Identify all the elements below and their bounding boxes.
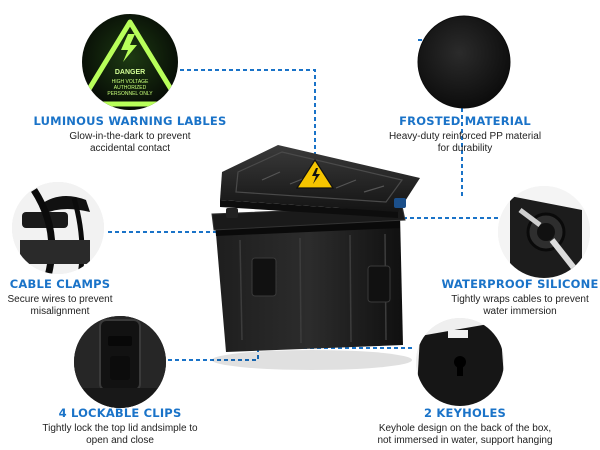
feature-keyholes-title: 2 KEYHOLES xyxy=(424,406,506,420)
box-clip-front-left xyxy=(251,257,277,297)
box-clip-front-right xyxy=(367,265,391,303)
warning-line-2: AUTHORIZED xyxy=(114,85,147,91)
feature-clamps-title: CABLE CLAMPS xyxy=(9,277,111,291)
feature-clips-desc-line-1: Tightly lock the top lid andsimple to xyxy=(42,423,198,434)
feature-luminous-title: LUMINOUS WARNING LABLES xyxy=(33,114,227,128)
feature-luminous-desc: Glow-in-the-dark to prevent accidental c… xyxy=(20,131,240,155)
feature-frosted: FROSTED MATERIAL Heavy-duty reinforced P… xyxy=(360,114,570,155)
feature-frosted-desc-line-2: for durability xyxy=(437,143,493,154)
feature-clamps-desc-line-2: misalignment xyxy=(30,306,90,317)
feature-frosted-title: FROSTED MATERIAL xyxy=(399,114,531,128)
feature-luminous: LUMINOUS WARNING LABLES Glow-in-the-dark… xyxy=(20,114,240,155)
lockable-clip-image xyxy=(74,316,166,408)
feature-frosted-desc-line-1: Heavy-duty reinforced PP material xyxy=(388,131,542,142)
feature-keyholes: 2 KEYHOLES Keyhole design on the back of… xyxy=(365,406,565,447)
cable-clamp-image xyxy=(12,182,104,274)
feature-luminous-desc-line-2: accidental contact xyxy=(89,143,171,154)
feature-keyholes-desc-line-2: not immersed in water, support hanging xyxy=(377,435,553,446)
feature-silicone-desc: Tightly wraps cables to prevent water im… xyxy=(440,294,600,318)
feature-clips-desc-line-2: open and close xyxy=(86,435,154,446)
waterproof-silicone-image xyxy=(498,186,590,278)
luminous-warning-image: DANGER HIGH VOLTAGE AUTHORIZED PERSONNEL… xyxy=(82,14,178,110)
connector-luminous xyxy=(180,69,316,162)
feature-silicone-desc-line-1: Tightly wraps cables to prevent xyxy=(451,294,589,305)
feature-clips-title: 4 LOCKABLE CLIPS xyxy=(58,406,182,420)
warning-heading: DANGER xyxy=(115,69,145,76)
feature-clips: 4 LOCKABLE CLIPS Tightly lock the top li… xyxy=(20,406,220,447)
feature-clips-desc: Tightly lock the top lid andsimple to op… xyxy=(20,423,220,447)
feature-keyholes-desc: Keyhole design on the back of the box, n… xyxy=(365,423,565,447)
feature-frosted-desc: Heavy-duty reinforced PP material for du… xyxy=(360,131,570,155)
warning-line-3: PERSONNEL ONLY xyxy=(107,91,153,97)
warning-line-1: HIGH VOLTAGE xyxy=(112,79,149,85)
frosted-material-image xyxy=(417,15,511,109)
lightning-bolt-icon xyxy=(121,34,137,62)
feature-silicone: WATERPROOF SILICONE Tightly wraps cables… xyxy=(440,277,600,318)
feature-silicone-desc-line-2: water immersion xyxy=(483,306,557,317)
feature-silicone-title: WATERPROOF SILICONE xyxy=(441,277,599,291)
feature-clamps: CABLE CLAMPS Secure wires to prevent mis… xyxy=(0,277,120,318)
junction-box-product xyxy=(211,145,420,370)
feature-luminous-desc-line-1: Glow-in-the-dark to prevent xyxy=(69,131,191,142)
keyhole-image xyxy=(416,318,504,406)
feature-clamps-desc-line-1: Secure wires to prevent xyxy=(7,294,113,305)
feature-clamps-desc: Secure wires to prevent misalignment xyxy=(0,294,120,318)
feature-keyholes-desc-line-1: Keyhole design on the back of the box, xyxy=(378,423,552,434)
